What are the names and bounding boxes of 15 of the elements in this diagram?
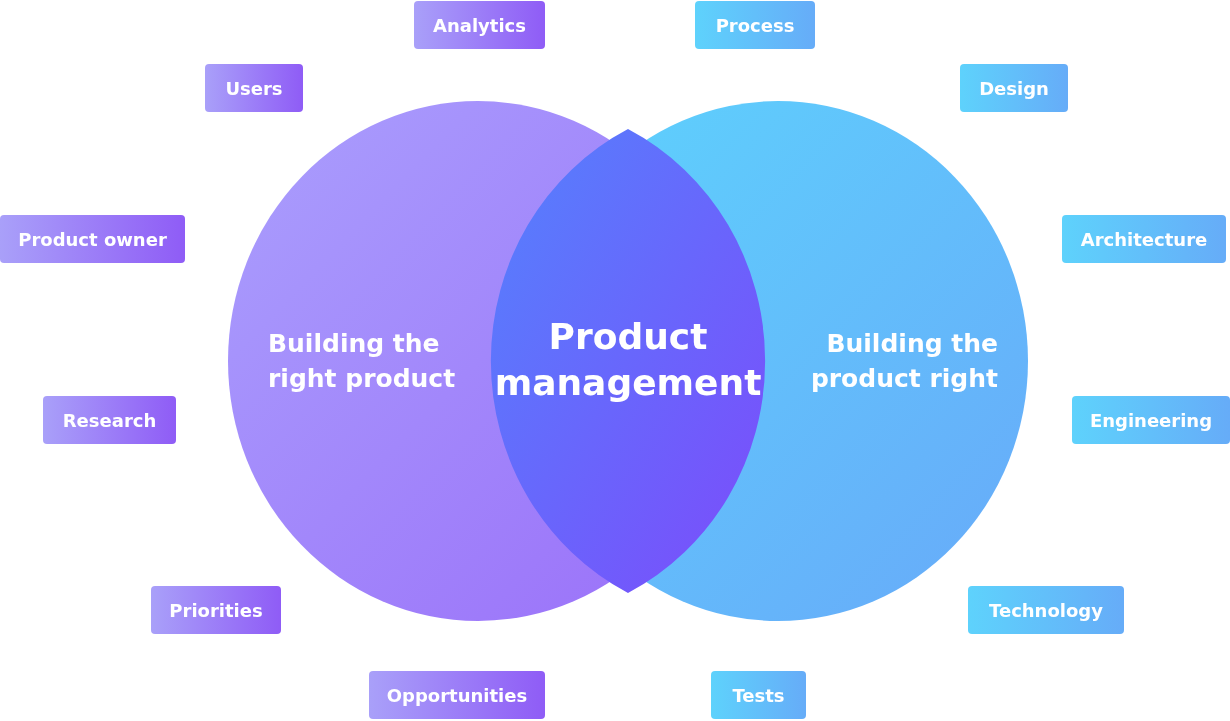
topic-tag: Analytics — [414, 1, 545, 49]
topic-tag: Users — [205, 64, 303, 112]
region-label: Building the right product — [268, 328, 457, 395]
topic-tag: Technology — [968, 586, 1124, 634]
topic-tag: Design — [960, 64, 1068, 112]
center-label: Product management — [493, 315, 763, 405]
topic-tag: Research — [43, 396, 176, 444]
topic-tag: Engineering — [1072, 396, 1230, 444]
topic-tag: Opportunities — [369, 671, 545, 719]
region-label: Building the product right — [809, 328, 998, 395]
topic-tag: Priorities — [151, 586, 281, 634]
topic-tag: Architecture — [1062, 215, 1226, 263]
topic-tag: Tests — [711, 671, 806, 719]
topic-tag: Product owner — [0, 215, 185, 263]
topic-tag: Process — [695, 1, 815, 49]
